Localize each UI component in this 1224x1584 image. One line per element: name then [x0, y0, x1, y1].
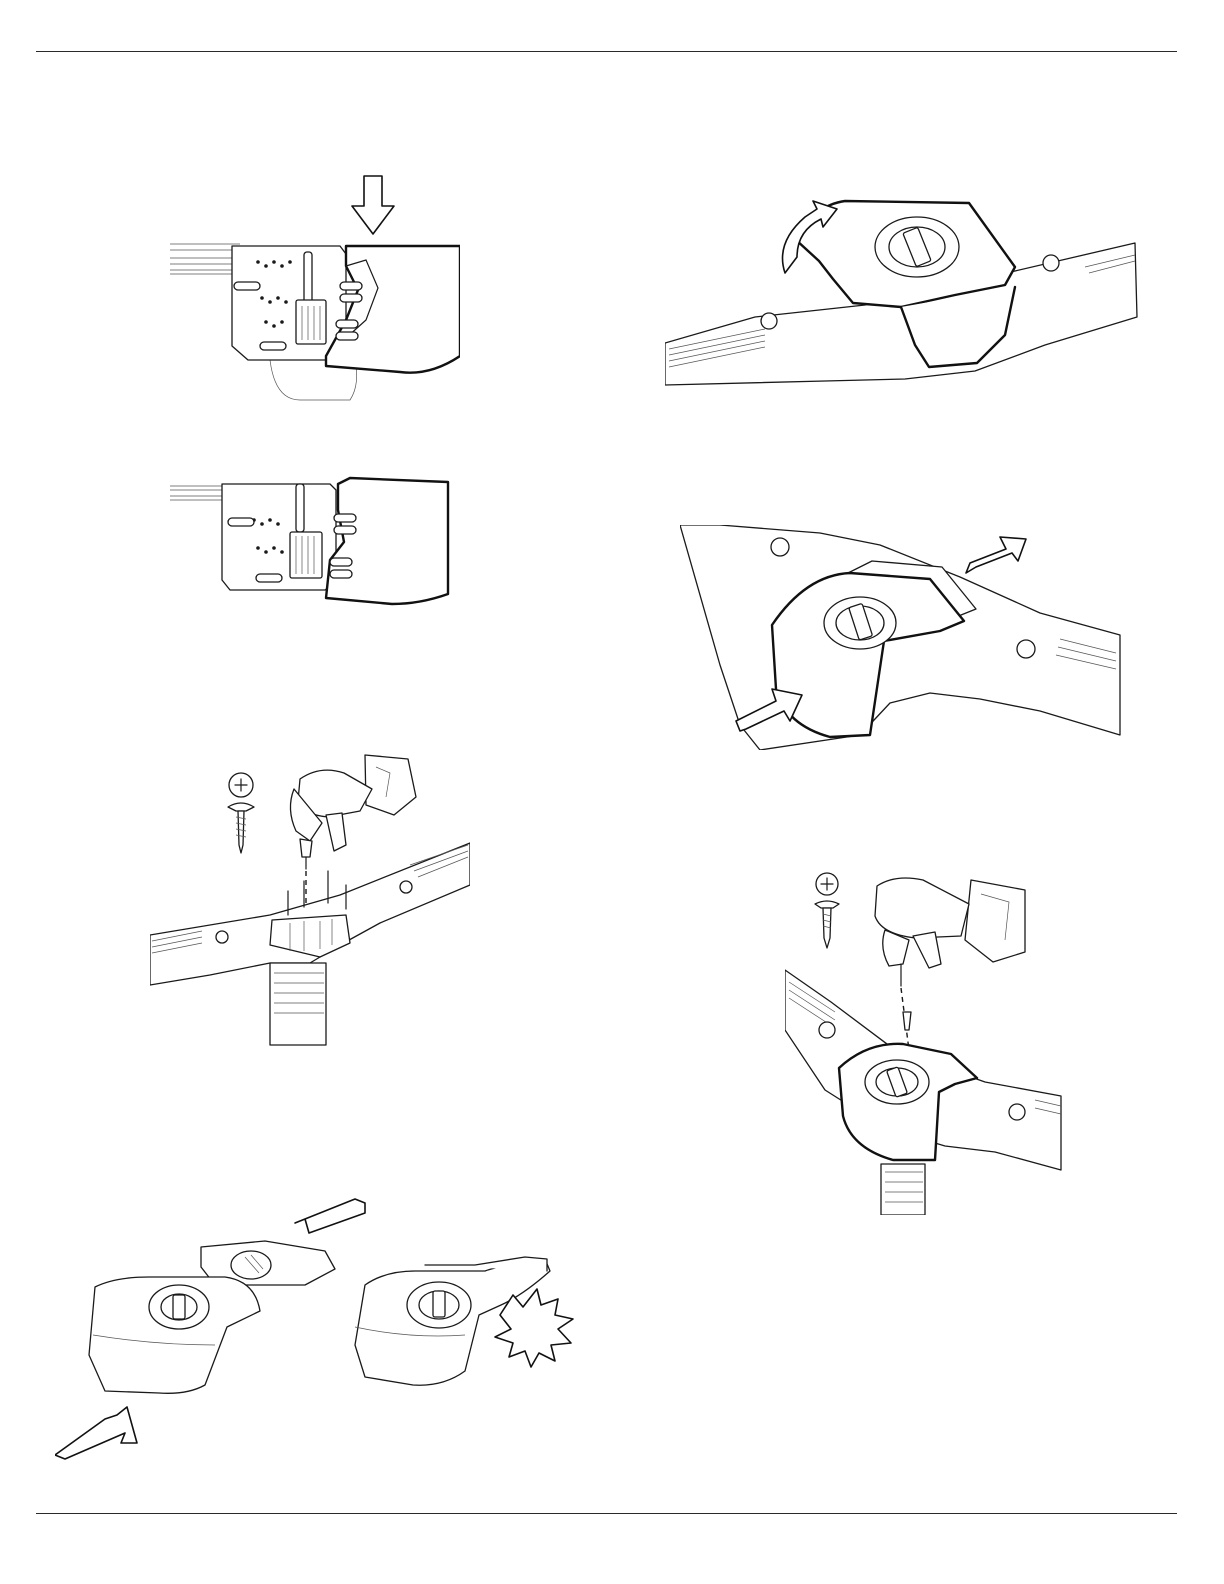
screw-head-icon: [229, 773, 253, 797]
figure-bracket-before: [170, 170, 460, 410]
screw-head-icon: [816, 873, 838, 895]
footer-rule: [36, 1513, 1177, 1514]
screw-icon: [228, 803, 254, 853]
header-rule: [36, 51, 1177, 52]
arrow-icon: [295, 1199, 365, 1233]
arrow-icon: [55, 1407, 137, 1459]
figure-bracket-after: [170, 470, 460, 620]
figure-drill-bracket: [150, 745, 470, 1050]
screw-icon: [815, 901, 839, 948]
figure-cover-assembly: [55, 1195, 580, 1460]
figure-cover-flip: [665, 195, 1145, 390]
arrow-icon: [966, 537, 1026, 573]
figure-cover-seat: [680, 525, 1125, 750]
figure-drill-cover: [785, 870, 1065, 1215]
drill-icon: [290, 755, 416, 869]
drill-icon: [875, 878, 1025, 986]
